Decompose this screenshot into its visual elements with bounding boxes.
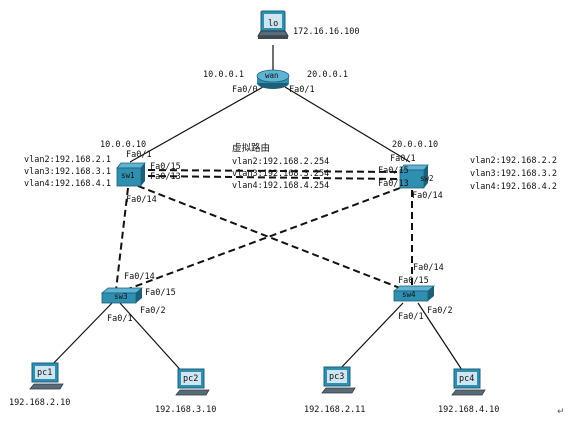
device-name-pc1: pc1 [37,368,53,378]
device-name-wan: wan [265,71,279,80]
sw1-vlan4: vlan4:192.168.4.1 [24,179,111,189]
port-sw3-fa01: Fa0/1 [107,314,133,324]
virtual-router-vlan3: vlan3:192.168.3.254 [232,169,330,179]
link-sw3-pc1[interactable] [46,302,113,371]
virtual-router-title: 虚拟路由 [232,143,271,154]
device-name-pc3: pc3 [329,372,345,382]
ip-sw2: 20.0.0.10 [392,140,439,150]
switch-sw2[interactable]: sw2 [398,162,434,190]
paragraph-mark-icon: ↵ [557,407,565,417]
link-sw1-sw2-fa013[interactable] [147,175,399,180]
switch-icon [100,287,144,304]
desktop-pc-icon [321,366,356,394]
link-wan-sw2[interactable] [284,86,411,163]
laptop-lo[interactable]: lo [257,10,289,42]
link-sw3-pc2[interactable] [119,302,186,376]
link-wan-sw1[interactable] [129,86,264,163]
ip-sw1: 10.0.0.10 [100,140,147,150]
device-name-sw2: sw2 [420,174,434,183]
sw2-vlan4: vlan4:192.168.4.2 [470,182,557,192]
port-sw4-fa02: Fa0/2 [427,306,453,316]
switch-sw3[interactable]: sw3 [100,287,144,305]
device-name-pc4: pc4 [459,374,475,384]
port-sw1-fa013: Fa0/13 [150,172,181,182]
port-sw4-fa015: Fa0/15 [398,276,429,286]
port-wan-fa00: Fa0/0 [232,85,258,95]
desktop-pc-icon [29,362,64,390]
ip-pc2: 192.168.3.10 [155,405,217,415]
port-sw1-fa01: Fa0/1 [126,150,152,160]
port-sw4-fa014: Fa0/14 [413,263,444,273]
virtual-router-vlan2: vlan2:192.168.2.254 [232,157,330,167]
ip-wan-left: 10.0.0.1 [203,70,244,80]
pc-pc1[interactable]: pc1 [29,362,64,392]
desktop-pc-icon [175,368,210,396]
device-name-sw4: sw4 [402,290,416,299]
pc-pc2[interactable]: pc2 [175,368,210,398]
port-sw3-fa02: Fa0/2 [140,306,166,316]
device-name-sw1: sw1 [121,171,135,180]
switch-icon [392,285,436,302]
port-sw3-fa014: Fa0/14 [124,272,155,282]
router-icon [256,69,290,89]
device-name-lo: lo [268,19,279,29]
link-sw1-sw4[interactable] [137,185,406,291]
device-name-sw3: sw3 [114,292,128,301]
switch-sw4[interactable]: sw4 [392,285,436,303]
ip-pc1: 192.168.2.10 [9,398,71,408]
sw2-vlan3: vlan3:192.168.3.2 [470,169,557,179]
port-sw1-fa015: Fa0/15 [150,162,181,172]
link-sw2-sw3[interactable] [119,187,401,293]
ip-lo: 172.16.16.100 [293,27,360,37]
multilayer-switch-icon [399,164,429,189]
virtual-router-vlan4: vlan4:192.168.4.254 [232,181,330,191]
ip-pc3: 192.168.2.11 [304,405,366,415]
router-wan[interactable]: wan [256,68,290,90]
sw1-vlan2: vlan2:192.168.2.1 [24,155,111,165]
port-wan-fa01: Fa0/1 [289,85,315,95]
link-sw1-sw3[interactable] [115,187,129,291]
pc-pc3[interactable]: pc3 [321,366,356,396]
sw2-vlan2: vlan2:192.168.2.2 [470,156,557,166]
link-sw4-pc3[interactable] [337,302,404,372]
port-sw3-fa015: Fa0/15 [145,288,176,298]
port-sw2-fa014: Fa0/14 [412,191,443,201]
link-sw1-sw2-fa015[interactable] [147,169,399,173]
port-sw2-fa015: Fa0/15 [378,166,409,176]
sw1-vlan3: vlan3:192.168.3.1 [24,167,111,177]
switch-sw1[interactable]: sw1 [115,160,147,188]
desktop-pc-icon [451,368,486,396]
device-name-pc2: pc2 [183,374,199,384]
pc-pc4[interactable]: pc4 [451,368,486,398]
multilayer-switch-icon [116,162,146,187]
link-sw4-pc4[interactable] [417,302,463,371]
port-sw2-fa01: Fa0/1 [390,154,416,164]
port-sw1-fa014: Fa0/14 [126,195,157,205]
laptop-icon [257,10,289,39]
port-sw4-fa01: Fa0/1 [398,312,424,322]
port-sw2-fa013: Fa0/13 [378,179,409,189]
ip-wan-right: 20.0.0.1 [307,70,348,80]
ip-pc4: 192.168.4.10 [438,405,500,415]
